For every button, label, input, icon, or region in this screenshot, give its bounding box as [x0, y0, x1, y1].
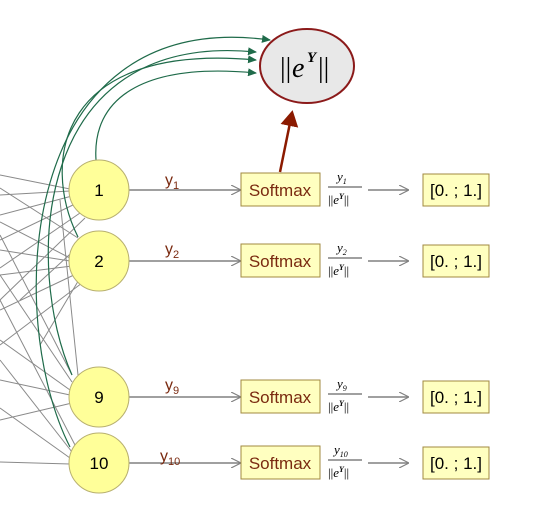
neuron-1: [68, 159, 130, 221]
output-row-2: 2 y2 Softmax y2 ||eY|| [0. ; 1.]: [68, 230, 490, 292]
range-box: [422, 244, 490, 278]
range-box: [422, 380, 490, 414]
svg-text:||eY||: ||eY||: [328, 263, 349, 278]
range-label: [0. ; 1.]: [430, 252, 482, 271]
svg-text:y9: y9: [335, 376, 347, 393]
softmax-to-norm-arrow: [278, 110, 299, 173]
softmax-fraction: y10 ||eY||: [328, 442, 362, 480]
output-label: y10: [160, 448, 180, 468]
svg-text:y2: y2: [335, 240, 347, 257]
softmax-label: Softmax: [249, 388, 312, 407]
neuron-9: [68, 366, 130, 428]
neuron-label: 1: [94, 181, 103, 200]
softmax-box: [240, 445, 321, 480]
softmax-box: [240, 172, 321, 207]
neuron-label: 9: [94, 388, 103, 407]
norm-bars-left: ||: [280, 53, 291, 84]
svg-text:y10: y10: [332, 442, 348, 459]
range-box: [422, 446, 490, 480]
softmax-label: Softmax: [249, 252, 312, 271]
neuron-2: [68, 230, 130, 292]
neuron-label: 10: [90, 454, 109, 473]
softmax-box: [240, 379, 321, 414]
softmax-label: Softmax: [249, 181, 312, 200]
softmax-box: [240, 243, 321, 278]
norm-feed-arrows: [35, 34, 271, 448]
range-label: [0. ; 1.]: [430, 388, 482, 407]
output-label: y9: [165, 377, 179, 397]
softmax-fraction: y2 ||eY||: [328, 240, 362, 278]
softmax-fraction: y9 ||eY||: [328, 376, 362, 414]
output-label: y1: [165, 172, 179, 192]
range-label: [0. ; 1.]: [430, 181, 482, 200]
norm-node: || e Y ||: [259, 28, 355, 104]
softmax-label: Softmax: [249, 454, 312, 473]
output-label: y2: [165, 241, 179, 261]
svg-text:||eY||: ||eY||: [328, 399, 349, 414]
incoming-connections: [0, 174, 86, 465]
output-row-1: 1 y1 Softmax y1 ||eY|| [0. ; 1.]: [68, 159, 490, 221]
svg-text:||eY||: ||eY||: [328, 192, 349, 207]
norm-bars-right: ||: [318, 53, 329, 84]
range-box: [422, 173, 490, 207]
neuron-10: [68, 432, 130, 494]
range-label: [0. ; 1.]: [430, 454, 482, 473]
norm-exponent: Y: [307, 50, 318, 66]
svg-text:||eY||: ||eY||: [328, 465, 349, 480]
softmax-fraction: y1 ||eY||: [328, 169, 362, 207]
svg-text:y1: y1: [335, 169, 347, 186]
norm-base: e: [292, 53, 304, 84]
neuron-label: 2: [94, 252, 103, 271]
output-row-10: 10 y10 Softmax y10 ||eY|| [0. ; 1.]: [68, 432, 490, 494]
output-row-9: 9 y9 Softmax y9 ||eY|| [0. ; 1.]: [68, 366, 490, 428]
